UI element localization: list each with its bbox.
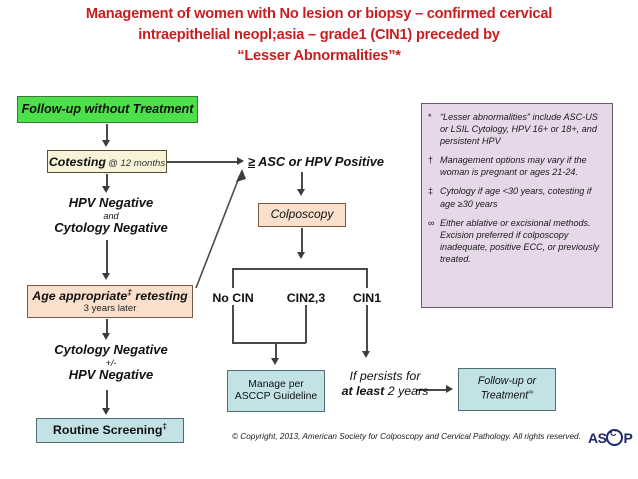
- footnote-marker: ∞: [428, 217, 435, 228]
- arrowhead-cytneg: [102, 333, 110, 340]
- arrowhead-asc-horizontal: [237, 157, 244, 165]
- connector-nocin-down: [232, 305, 234, 343]
- asc-text: ASC or HPV Positive: [255, 154, 384, 169]
- label-hpv-negative-and-cytology-negative: HPV Negative and Cytology Negative: [33, 195, 189, 236]
- box-age-appropriate-retesting[interactable]: Age appropriate‡ retesting 3 years later: [27, 285, 193, 318]
- logo-text-right: P: [623, 429, 633, 446]
- cytology-negative-text: Cytology Negative: [54, 220, 168, 236]
- connector-age-cytneg: [106, 319, 108, 335]
- title-line-1: Management of women with No lesion or bi…: [85, 6, 553, 22]
- connector-cin1-persists: [366, 305, 368, 353]
- footnote-text: Either ablative or excisional methods. E…: [440, 217, 600, 264]
- box-label-line-2: ASCCP Guideline: [234, 391, 318, 402]
- conjunction-and: and: [103, 210, 119, 221]
- join-nocin-cin23: [232, 342, 306, 344]
- connector-persists-followtreat: [416, 389, 448, 391]
- cytology-negative-text-2: Cytology Negative: [54, 342, 168, 357]
- footnote-item: * “Lesser abnormalities” include ASC-US …: [428, 111, 604, 147]
- box-follow-up-or-treatment[interactable]: Follow-up or Treatment∞: [458, 368, 556, 411]
- footnote-marker: ‡: [428, 186, 434, 197]
- box-follow-up-without-treatment[interactable]: Follow-up without Treatment: [17, 96, 198, 123]
- connector-join-manage: [275, 342, 277, 360]
- footnote-marker: †: [428, 155, 434, 166]
- box-label: Routine Screening‡: [52, 421, 168, 438]
- box-label-line-2: Treatment∞: [480, 387, 534, 402]
- footnote-item: † Management options may vary if the wom…: [428, 154, 604, 178]
- arrowhead-followtreat: [446, 385, 453, 393]
- connector-followup-cotesting: [106, 124, 108, 142]
- footnote-item: ‡ Cytology if age <30 years, cotesting i…: [428, 185, 604, 209]
- hpv-negative-text: HPV Negative: [68, 195, 154, 210]
- footnote-text: Management options may vary if the woman…: [440, 155, 587, 178]
- label-if-persists-at-least-2-years: If persists for at least 2 years: [330, 369, 440, 399]
- hpv-negative-text-2: HPV Negative: [68, 367, 154, 383]
- footnote-text: “Lesser abnormalities” include ASC-US or…: [440, 112, 598, 147]
- arrowhead-hpvneg: [102, 186, 110, 193]
- box-label-line-1: Manage per: [248, 379, 304, 391]
- arrowhead-colposcopy: [297, 189, 305, 196]
- copyright-text: © Copyright, 2013, American Society for …: [232, 432, 581, 441]
- footnote-text: Cytology if age <30 years, cotesting if …: [440, 186, 592, 209]
- connector-cotesting-asc: [167, 161, 239, 163]
- footnote-marker: ∞: [528, 387, 534, 397]
- branch-stem-no-cin: [232, 268, 234, 288]
- box-label: Colposcopy: [270, 207, 334, 222]
- branch-bus-horizontal: [232, 268, 367, 270]
- persists-bold: at least: [341, 384, 385, 399]
- label-cin23: CIN2,3: [286, 291, 326, 305]
- connector-cytneg-routine: [106, 390, 108, 410]
- arrowhead-routine: [102, 408, 110, 415]
- arrowhead-persists: [362, 351, 370, 358]
- footnote-marker: *: [428, 112, 432, 122]
- connector-cotesting-hpvneg: [106, 174, 108, 188]
- box-manage-per-asccp-guideline[interactable]: Manage per ASCCP Guideline: [227, 370, 325, 412]
- label-asc-or-hpv-positive: ≥ ASC or HPV Positive: [248, 154, 384, 170]
- connector-colposcopy-bus: [301, 228, 303, 254]
- label-no-cin: No CIN: [212, 291, 254, 305]
- persists-line-1: If persists for: [349, 369, 421, 383]
- box-label-sub: 3 years later: [83, 303, 137, 315]
- box-cotesting[interactable]: Cotesting@ 12 months: [47, 150, 167, 173]
- title-line-3: “Lesser Abnormalities”*: [237, 48, 401, 64]
- connector-asc-colposcopy: [301, 172, 303, 190]
- box-colposcopy[interactable]: Colposcopy: [258, 203, 346, 227]
- persists-rest: 2 years: [384, 384, 429, 399]
- branch-stem-cin1: [366, 268, 368, 288]
- footnote-marker: ‡: [127, 287, 132, 298]
- box-label-line-1: Follow-up or: [477, 375, 537, 388]
- footnotes-panel: * “Lesser abnormalities” include ASC-US …: [421, 103, 613, 308]
- footnote-item: ∞ Either ablative or excisional methods.…: [428, 217, 604, 265]
- connector-cin23-down: [305, 305, 307, 343]
- footnote-marker: ‡: [162, 421, 168, 432]
- title-line-2: intraepithelial neopl;asia – grade1 (CIN…: [138, 27, 500, 43]
- arrowhead-manage: [271, 358, 279, 365]
- page-title: Management of women with No lesion or bi…: [0, 4, 638, 67]
- asccp-logo: AS P: [588, 428, 633, 446]
- box-label: Cotesting@ 12 months: [48, 154, 166, 169]
- box-label: Follow-up without Treatment: [21, 102, 194, 117]
- connector-neg-age: [106, 240, 108, 274]
- logo-circle-icon: [606, 428, 624, 446]
- label-cytology-negative-plusminus-hpv-negative: Cytology Negative +/- HPV Negative: [33, 342, 189, 383]
- box-routine-screening[interactable]: Routine Screening‡: [36, 418, 184, 443]
- plus-minus-text: +/-: [105, 357, 117, 368]
- label-cin1: CIN1: [352, 291, 382, 305]
- logo-text-left: AS: [588, 429, 607, 446]
- arrowhead-age: [102, 273, 110, 280]
- arrowhead-bus: [297, 252, 305, 259]
- greater-equal-symbol: ≥: [248, 154, 256, 169]
- box-label-main: Age appropriate‡ retesting: [32, 287, 188, 304]
- arrowhead-cotesting: [102, 140, 110, 147]
